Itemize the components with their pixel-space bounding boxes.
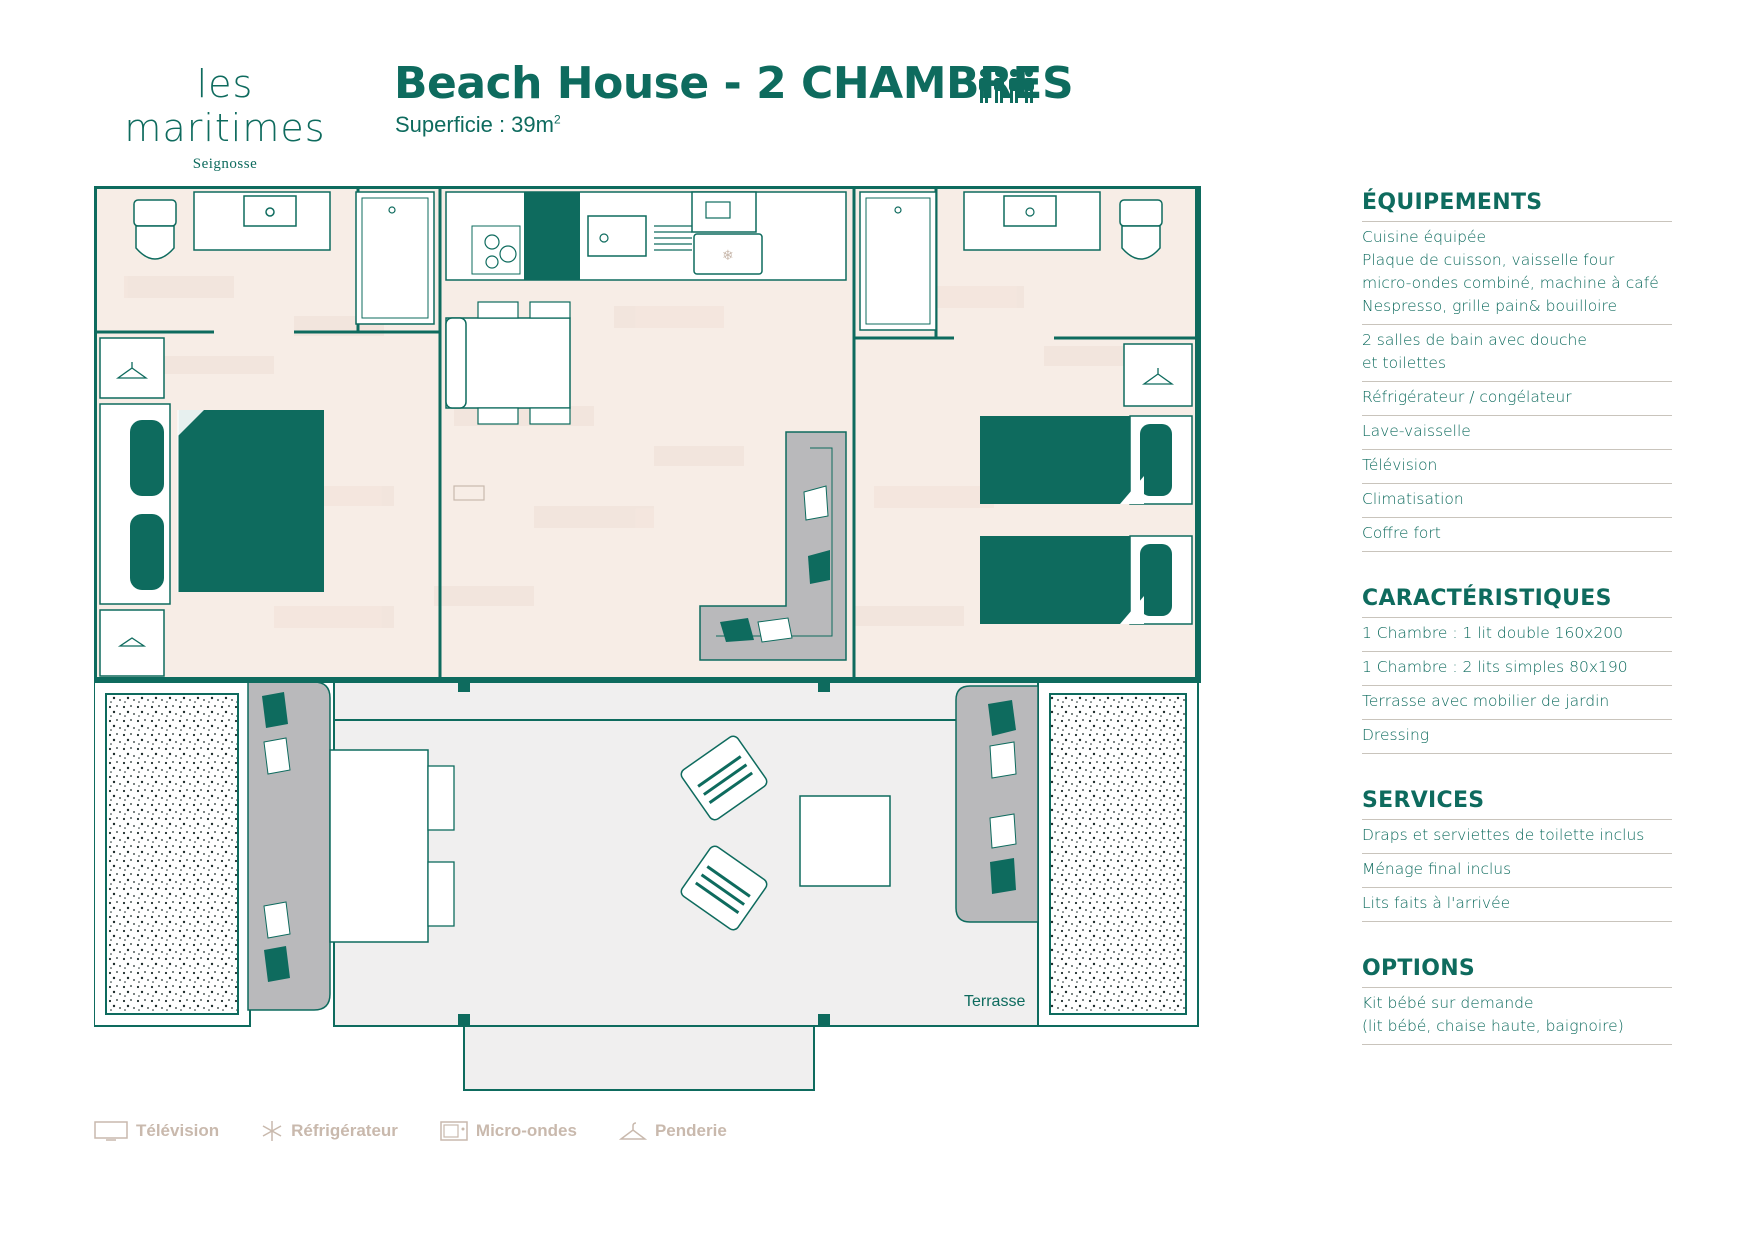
legend-label: Penderie xyxy=(654,1121,727,1140)
section-options: OPTIONS Kit bébé sur demande (lit bébé, … xyxy=(1362,956,1672,1045)
legend-label: Micro-ondes xyxy=(475,1121,577,1140)
legend-item-fridge: Réfrigérateur xyxy=(261,1120,398,1142)
info-line: Plaque de cuisson, vaisselle four xyxy=(1362,251,1615,269)
info-row: 1 Chambre : 1 lit double 160x200 xyxy=(1362,618,1672,652)
legend-item-microwave: Micro-ondes xyxy=(440,1120,577,1142)
svg-text:❄: ❄ xyxy=(722,248,734,264)
legend: Télévision Réfrigérateur Micro-ondes Pen… xyxy=(94,1120,769,1142)
brand-logo: les maritimes Seignosse xyxy=(110,62,340,173)
people-icon xyxy=(979,69,1034,103)
info-row: Lits faits à l'arrivée xyxy=(1362,888,1672,922)
info-line: (lit bébé, chaise haute, baignoire) xyxy=(1362,1017,1624,1035)
legend-item-wardrobe: Penderie xyxy=(618,1120,727,1142)
info-line: Nespresso, grille pain& bouilloire xyxy=(1362,297,1618,315)
info-row: Lave-vaisselle xyxy=(1362,416,1672,450)
info-row: Ménage final inclus xyxy=(1362,854,1672,888)
info-row: Dressing xyxy=(1362,720,1672,754)
info-line: micro-ondes combiné, machine à café xyxy=(1362,274,1659,292)
microwave-icon xyxy=(440,1121,468,1141)
section-title: OPTIONS xyxy=(1362,956,1672,988)
info-line: 2 salles de bain avec douche xyxy=(1362,331,1587,349)
info-row: Cuisine équipée Plaque de cuisson, vaiss… xyxy=(1362,222,1672,325)
legend-label: Réfrigérateur xyxy=(291,1121,398,1140)
info-line: Cuisine équipée xyxy=(1362,228,1487,246)
info-row: 1 Chambre : 2 lits simples 80x190 xyxy=(1362,652,1672,686)
brand-location: Seignosse xyxy=(192,156,258,172)
brand-name: les maritimes xyxy=(124,62,326,150)
tv-icon xyxy=(94,1121,128,1141)
area-text: Superficie : 39m xyxy=(395,112,554,137)
section-title: SERVICES xyxy=(1362,788,1672,820)
legend-label: Télévision xyxy=(136,1121,220,1140)
hanger-icon xyxy=(618,1122,647,1140)
area-exponent: 2 xyxy=(553,112,561,127)
legend-item-tv: Télévision xyxy=(94,1120,219,1142)
page-title: Beach House - 2 CHAMBRES xyxy=(394,58,1074,109)
info-line: Kit bébé sur demande xyxy=(1362,994,1534,1012)
info-line: et toilettes xyxy=(1362,354,1447,372)
info-row: Télévision xyxy=(1362,450,1672,484)
page-subtitle: Superficie : 39m2 xyxy=(395,112,561,138)
info-row: Climatisation xyxy=(1362,484,1672,518)
terrace-label: Terrasse xyxy=(964,993,1025,1010)
info-row: Terrasse avec mobilier de jardin xyxy=(1362,686,1672,720)
info-row: Draps et serviettes de toilette inclus xyxy=(1362,820,1672,854)
info-panel: ÉQUIPEMENTS Cuisine équipée Plaque de cu… xyxy=(1362,190,1672,1079)
section-title: CARACTÉRISTIQUES xyxy=(1362,586,1672,618)
section-caracteristiques: CARACTÉRISTIQUES 1 Chambre : 1 lit doubl… xyxy=(1362,586,1672,754)
info-row: Kit bébé sur demande (lit bébé, chaise h… xyxy=(1362,988,1672,1045)
section-title: ÉQUIPEMENTS xyxy=(1362,190,1672,222)
info-row: Coffre fort xyxy=(1362,518,1672,552)
info-row: Réfrigérateur / congélateur xyxy=(1362,382,1672,416)
info-row: 2 salles de bain avec douche et toilette… xyxy=(1362,325,1672,382)
floor-plan: ❄ xyxy=(94,186,1201,1091)
section-equipements: ÉQUIPEMENTS Cuisine équipée Plaque de cu… xyxy=(1362,190,1672,552)
section-services: SERVICES Draps et serviettes de toilette… xyxy=(1362,788,1672,922)
snowflake-icon xyxy=(262,1121,282,1141)
